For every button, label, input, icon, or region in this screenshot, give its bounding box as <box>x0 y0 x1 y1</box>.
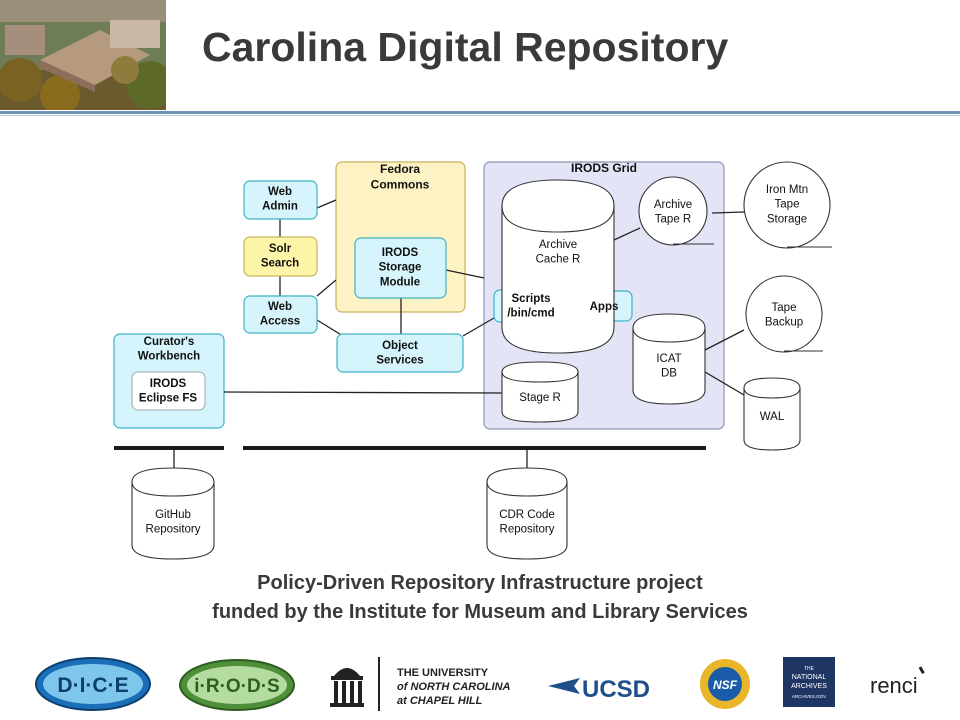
irods-logo: i·R·O·D·S <box>179 659 295 711</box>
tape-backup-circle <box>745 275 823 353</box>
nsf-logo: NSF <box>700 659 750 709</box>
dice-logo-text: D·I·C·E <box>57 674 128 697</box>
nara-line-4: ARCHIVES.GOV <box>792 694 826 699</box>
title-rule <box>0 111 960 114</box>
connectors <box>173 199 745 468</box>
archive-cache-cylinder <box>501 179 615 354</box>
nara-line-1: THE <box>804 666 815 672</box>
renci-logo-text: renci <box>870 673 918 698</box>
unc-line-3: at CHAPEL HILL <box>397 695 483 707</box>
web-access-box <box>243 295 318 334</box>
apps-label: Apps <box>590 301 619 313</box>
irods-grid-label: IRODS Grid <box>571 161 637 175</box>
renci-logo: renci <box>870 666 925 698</box>
ucsd-logo: UCSD <box>548 676 650 703</box>
dice-logo: D·I·C·E <box>35 657 151 711</box>
unc-line-1: THE UNIVERSITY <box>397 667 489 679</box>
stage-r-cylinder <box>501 361 579 423</box>
ucsd-logo-text: UCSD <box>582 676 650 703</box>
archive-tape-circle <box>638 176 714 246</box>
wal-label: WAL <box>760 411 785 423</box>
scripts-label: Scripts/bin/cmd <box>507 293 554 320</box>
title-rule-light <box>0 115 960 116</box>
icat-db-cylinder <box>632 313 706 405</box>
cdr-code-repository-cylinder <box>486 467 568 560</box>
caption-line-2: funded by the Institute for Museum and L… <box>212 601 748 623</box>
irods-logo-text: i·R·O·D·S <box>194 676 279 697</box>
bus-bar-right <box>243 446 706 450</box>
national-archives-logo: THE NATIONAL ARCHIVES ARCHIVES.GOV <box>783 657 835 707</box>
solr-search-box <box>243 236 318 277</box>
web-admin-box <box>243 180 318 220</box>
wal-cylinder <box>743 377 801 451</box>
object-services-box <box>336 333 464 373</box>
github-repository-cylinder <box>131 467 215 560</box>
stage-r-label: Stage R <box>519 392 561 404</box>
unc-logo: THE UNIVERSITY of NORTH CAROLINA at CHAP… <box>330 657 511 711</box>
bus-bar-left <box>114 446 224 450</box>
header-campus-photo <box>0 0 166 110</box>
irods-storage-module-box <box>354 237 447 299</box>
slide-title: Carolina Digital Repository <box>202 24 729 70</box>
nara-line-3: ARCHIVES <box>791 683 827 690</box>
nsf-logo-text: NSF <box>713 678 738 692</box>
caption-line-1: Policy-Driven Repository Infrastructure … <box>257 572 703 594</box>
iron-mtn-tape-circle <box>743 161 832 249</box>
unc-line-2: of NORTH CAROLINA <box>397 681 511 693</box>
irods-eclipse-fs-box <box>131 371 206 411</box>
sponsor-logos: D·I·C·E i·R·O·D·S THE UNIVERSITY of NORT… <box>35 657 925 711</box>
nara-line-2: NATIONAL <box>792 674 827 681</box>
